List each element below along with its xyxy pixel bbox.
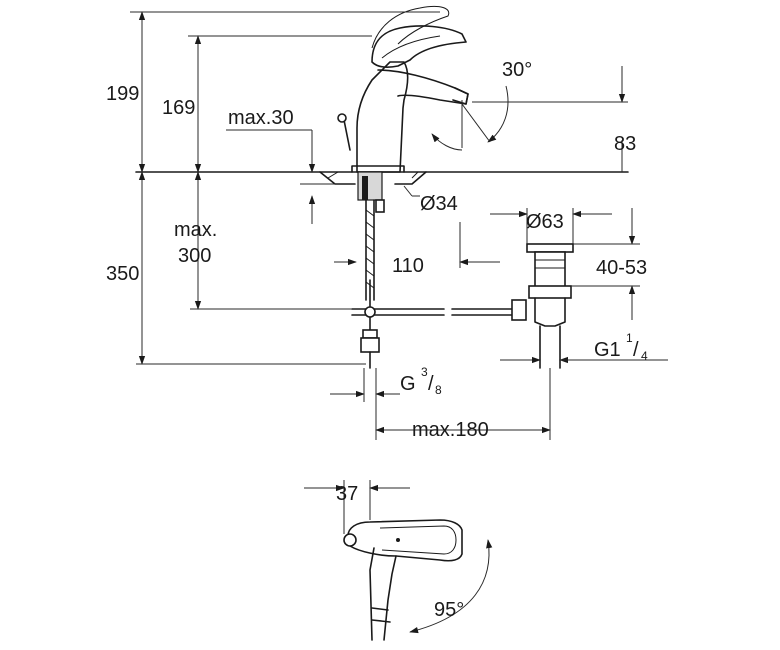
dim-d63 bbox=[490, 208, 612, 244]
popup-knob bbox=[337, 113, 347, 123]
label-199: 199 bbox=[106, 83, 139, 105]
label-95-deg: 95° bbox=[434, 599, 464, 621]
label-g1-1-4: G1 1 / 4 bbox=[594, 331, 648, 363]
spout-top-tip bbox=[371, 607, 391, 623]
label-37: 37 bbox=[336, 483, 358, 505]
svg-text:/: / bbox=[428, 373, 434, 395]
faucet-body bbox=[337, 5, 469, 173]
label-83: 83 bbox=[614, 133, 636, 155]
threaded-shank bbox=[362, 176, 368, 200]
svg-text:/: / bbox=[633, 339, 639, 361]
top-view bbox=[304, 480, 493, 641]
side-view bbox=[130, 5, 668, 440]
waste-body bbox=[534, 251, 566, 289]
hose-braid bbox=[365, 209, 375, 289]
popup-rod bbox=[343, 119, 351, 151]
waste-tail bbox=[534, 297, 566, 327]
spout-top-outline bbox=[369, 547, 397, 641]
label-300: 300 bbox=[178, 245, 211, 267]
dim-169 bbox=[188, 35, 372, 173]
waste-assembly bbox=[511, 243, 574, 369]
label-g1-prefix: G1 bbox=[594, 339, 621, 361]
faucet-column bbox=[356, 61, 409, 173]
label-110: 110 bbox=[392, 255, 424, 277]
dim-max-180 bbox=[375, 368, 551, 440]
lever-highlight bbox=[381, 35, 441, 59]
lever-top-inner bbox=[379, 525, 457, 555]
hose-nut bbox=[360, 337, 380, 353]
label-d34: Ø34 bbox=[420, 193, 458, 215]
mounting-nut bbox=[357, 171, 383, 201]
dim-110 bbox=[334, 222, 500, 268]
lever-marker bbox=[396, 538, 400, 542]
label-30-deg: 30° bbox=[502, 59, 532, 81]
dim-83 bbox=[472, 66, 628, 172]
dim-37 bbox=[304, 480, 410, 534]
label-d63: Ø63 bbox=[526, 211, 564, 233]
spout bbox=[377, 69, 469, 105]
aerator bbox=[452, 87, 469, 105]
dim-g-3-8 bbox=[330, 368, 400, 440]
label-g1-num: 1 bbox=[626, 331, 633, 345]
popup-knob-top bbox=[343, 533, 357, 547]
popup-rod-horizontal bbox=[351, 306, 513, 318]
hose-nut-top bbox=[362, 329, 378, 339]
label-40-53: 40-53 bbox=[596, 257, 647, 279]
waste-nut bbox=[528, 285, 572, 299]
dim-199 bbox=[130, 11, 440, 173]
label-max-30: max.30 bbox=[228, 107, 294, 129]
waste-rod-joint bbox=[511, 299, 527, 321]
dim-95-deg bbox=[409, 539, 493, 634]
label-g-3-8: G 3 / 8 bbox=[400, 365, 442, 397]
label-g-3-8-den: 8 bbox=[435, 383, 442, 397]
label-max: max. bbox=[174, 219, 217, 241]
mounting-assembly bbox=[357, 171, 385, 369]
dim-30-deg bbox=[431, 85, 509, 151]
dim-350 bbox=[136, 171, 366, 365]
hose-fitting bbox=[375, 199, 385, 213]
dim-40-53 bbox=[571, 208, 640, 320]
dim-max-300 bbox=[190, 171, 352, 310]
dim-max-30 bbox=[226, 129, 335, 224]
dim-d34 bbox=[403, 185, 420, 197]
label-350: 350 bbox=[106, 263, 139, 285]
label-g-3-8-num: 3 bbox=[421, 365, 428, 379]
lever-ghost bbox=[371, 5, 450, 49]
waste-flange bbox=[526, 243, 574, 253]
label-169: 169 bbox=[162, 97, 195, 119]
label-max-180: max.180 bbox=[412, 419, 489, 441]
label-g1-den: 4 bbox=[641, 349, 648, 363]
dimension-labels: 199 169 max.30 30° 83 Ø34 Ø63 max. 300 3… bbox=[106, 59, 648, 621]
lever-handle bbox=[371, 25, 467, 68]
base-ring bbox=[351, 165, 405, 173]
label-g-3-8-prefix: G bbox=[400, 373, 416, 395]
